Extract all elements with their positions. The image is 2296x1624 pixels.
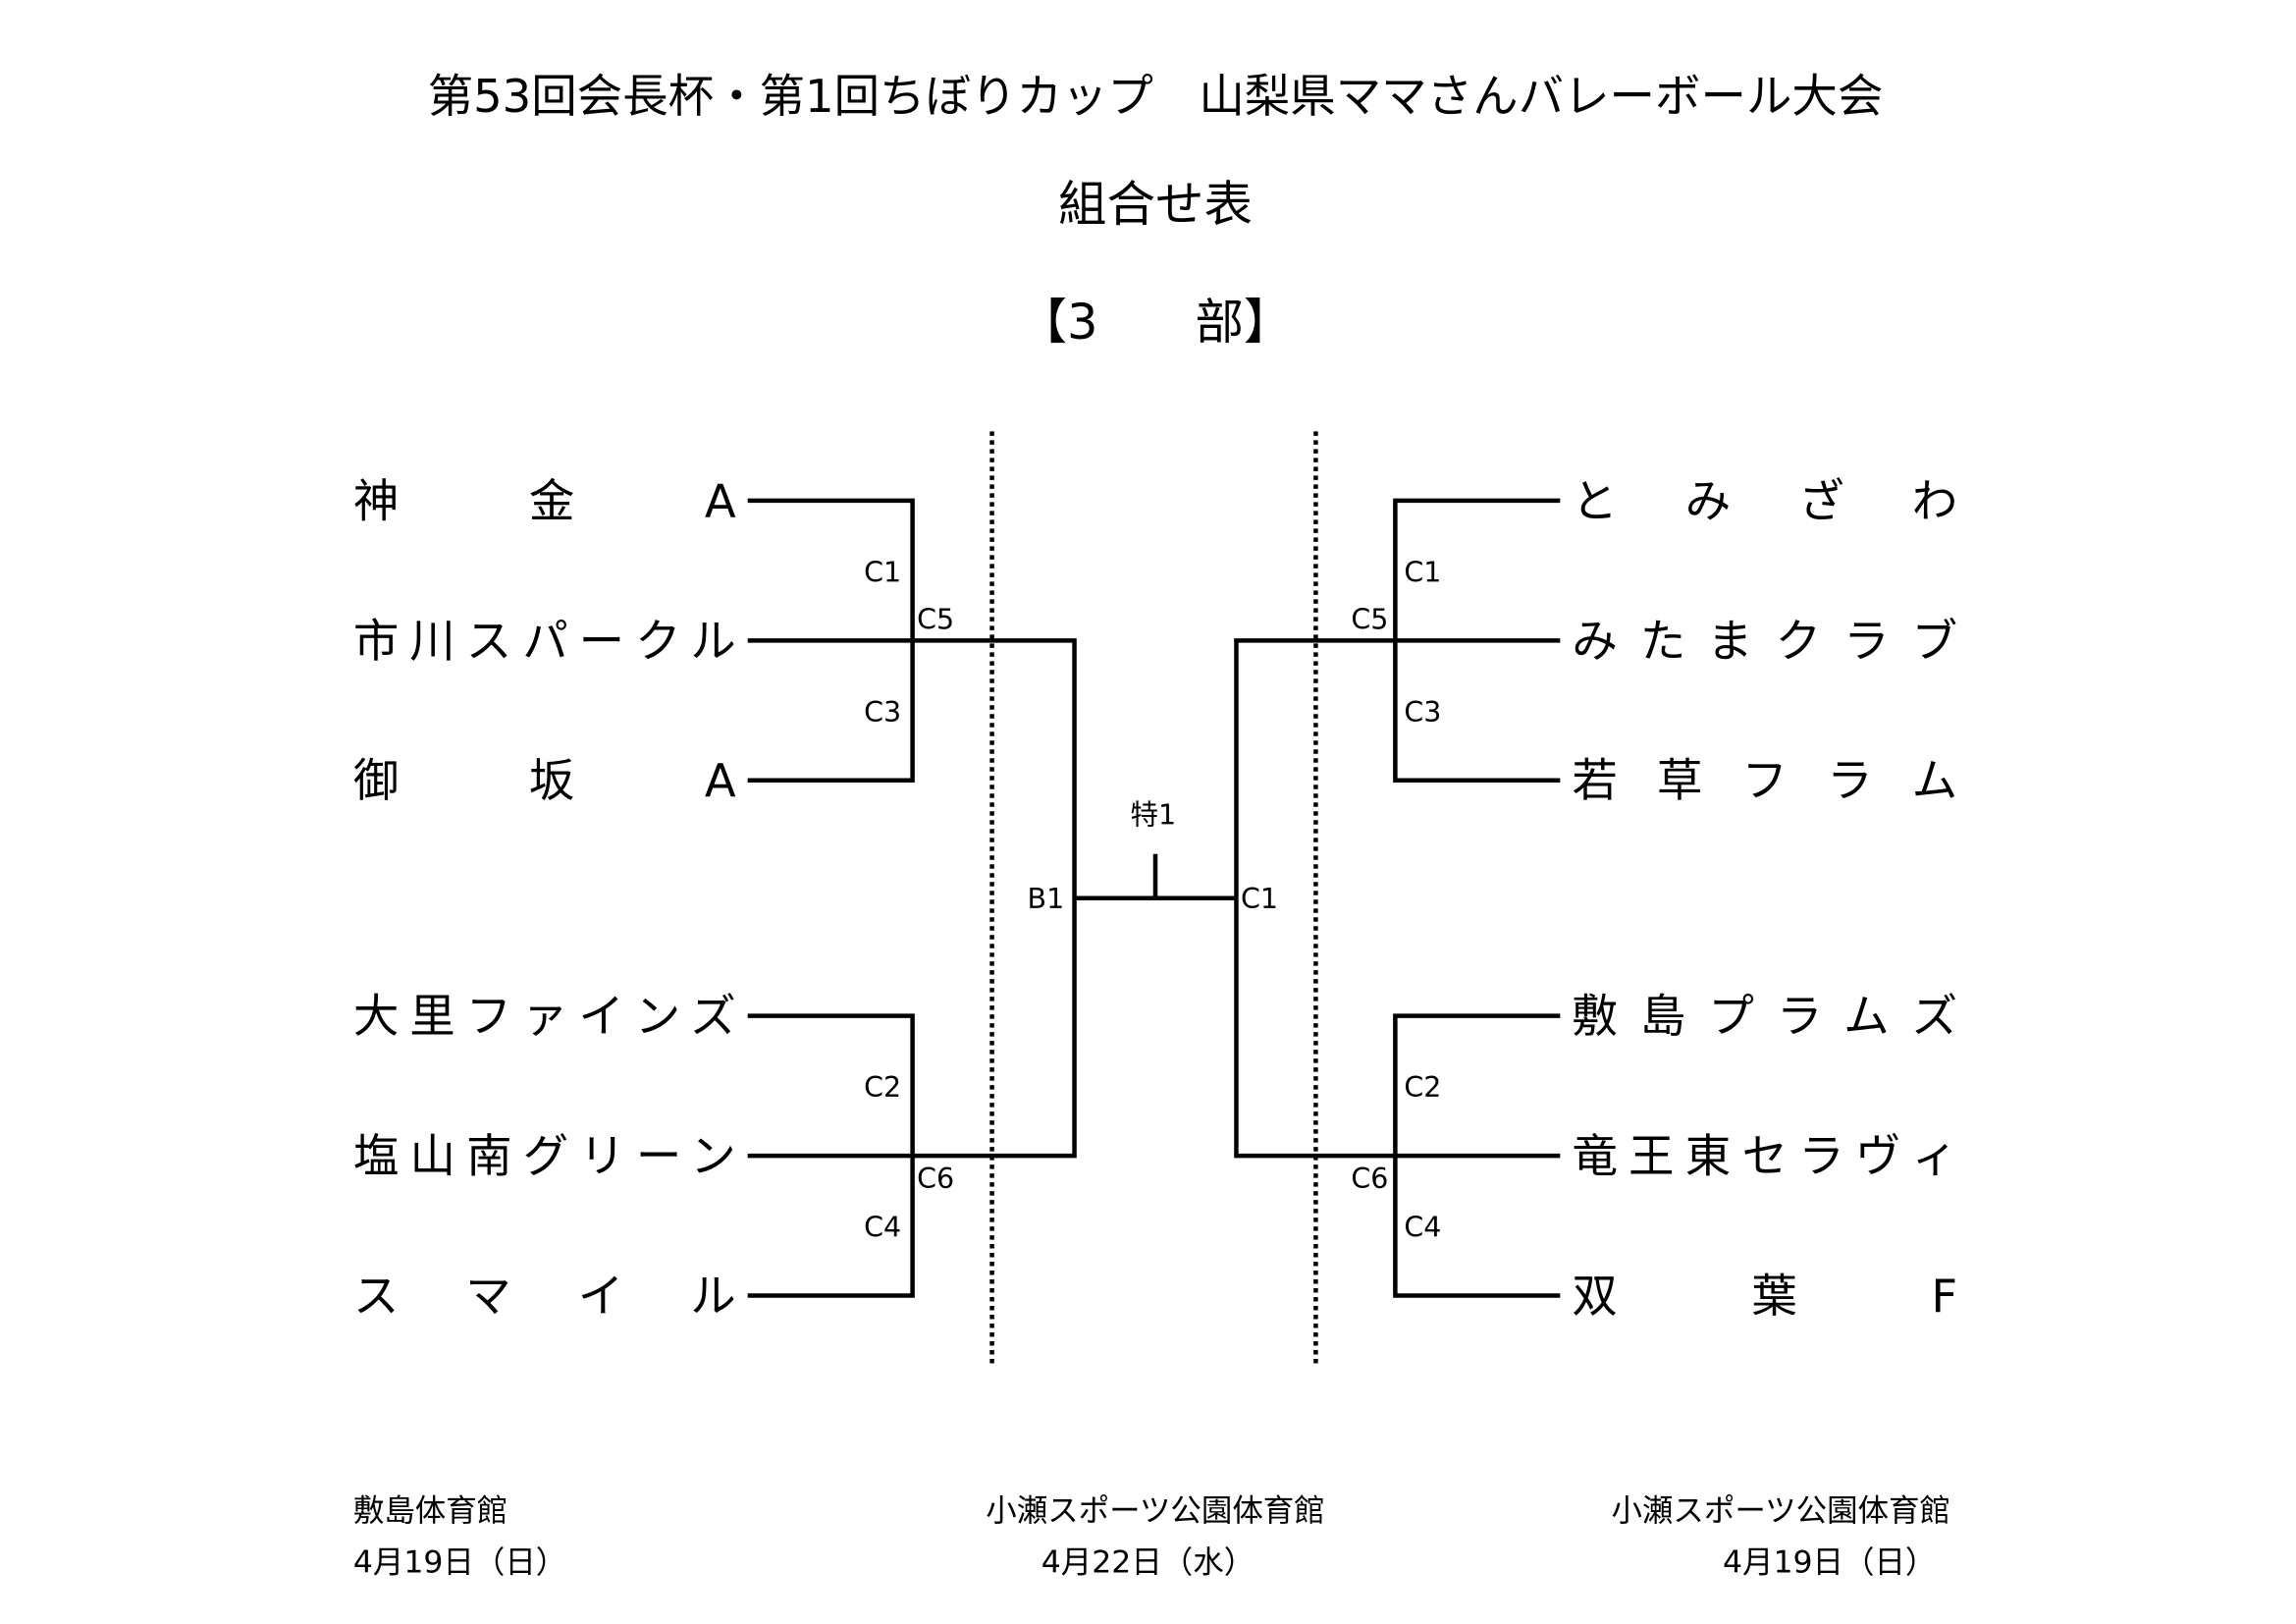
venue-center: 小瀬スポーツ公園体育館 — [986, 1493, 1325, 1529]
match-label: C6 — [917, 1163, 954, 1195]
match-label: C5 — [917, 603, 954, 635]
match-label: C4 — [1404, 1212, 1441, 1244]
match-label: C2 — [864, 1071, 901, 1104]
page-title: 第53回会長杯・第1回ちぼりカップ 山梨県ママさんバレーボール大会 — [428, 70, 1884, 123]
match-label: C1 — [864, 556, 901, 588]
team-name: 大里ファインズ — [353, 990, 736, 1043]
match-label: C4 — [864, 1212, 901, 1244]
team-name: と み ざ わ — [1572, 474, 1957, 527]
venue-left: 敷島体育館 — [353, 1493, 507, 1529]
venue-right: 小瀬スポーツ公園体育館 — [1611, 1493, 1950, 1529]
page-subtitle: 組合せ表 — [1058, 176, 1253, 233]
match-labels: C1 C5 C3 C2 C6 C4 C1 C5 C3 C2 C6 C4 B1 C… — [864, 556, 1441, 1243]
match-label-final-right: C1 — [1241, 883, 1278, 915]
team-name: 竜王東セラヴィ — [1572, 1130, 1957, 1183]
match-label: C1 — [1404, 556, 1441, 588]
team-name: 御 坂 A — [353, 754, 736, 807]
left-teams: 神 金 A 市川スパークル 御 坂 A 大里ファインズ 塩山南グリーン ス マ … — [353, 474, 736, 1323]
match-label-final-left: B1 — [1028, 883, 1065, 915]
right-teams: と み ざ わ みたまクラブ 若 草 フ ラ ム 敷島プラムズ 竜王東セラヴィ … — [1572, 474, 1957, 1323]
team-name: ス マ イ ル — [353, 1270, 736, 1323]
date-left: 4月19日（日） — [353, 1544, 566, 1580]
match-label: C5 — [1351, 603, 1388, 635]
team-name: 神 金 A — [353, 474, 736, 527]
team-name: みたまクラブ — [1572, 615, 1957, 668]
team-name: 市川スパークル — [353, 615, 736, 668]
footer: 敷島体育館 4月19日（日） 小瀬スポーツ公園体育館 4月22日（水） 小瀬スポ… — [353, 1493, 1950, 1580]
match-label: C6 — [1351, 1163, 1388, 1195]
team-name: 若 草 フ ラ ム — [1572, 754, 1957, 807]
date-right: 4月19日（日） — [1723, 1544, 1936, 1580]
match-label: C3 — [864, 696, 901, 729]
team-name: 塩山南グリーン — [353, 1130, 736, 1183]
match-label: C3 — [1404, 696, 1441, 729]
division-label: 【3 部】 — [1019, 294, 1293, 351]
match-label-final-top: 特1 — [1131, 799, 1177, 832]
match-label: C2 — [1404, 1071, 1441, 1104]
bracket-lines — [747, 498, 1561, 1298]
team-name: 敷島プラムズ — [1572, 990, 1957, 1043]
date-center: 4月22日（水） — [1041, 1544, 1255, 1580]
team-name: 双 葉 F — [1572, 1270, 1957, 1323]
